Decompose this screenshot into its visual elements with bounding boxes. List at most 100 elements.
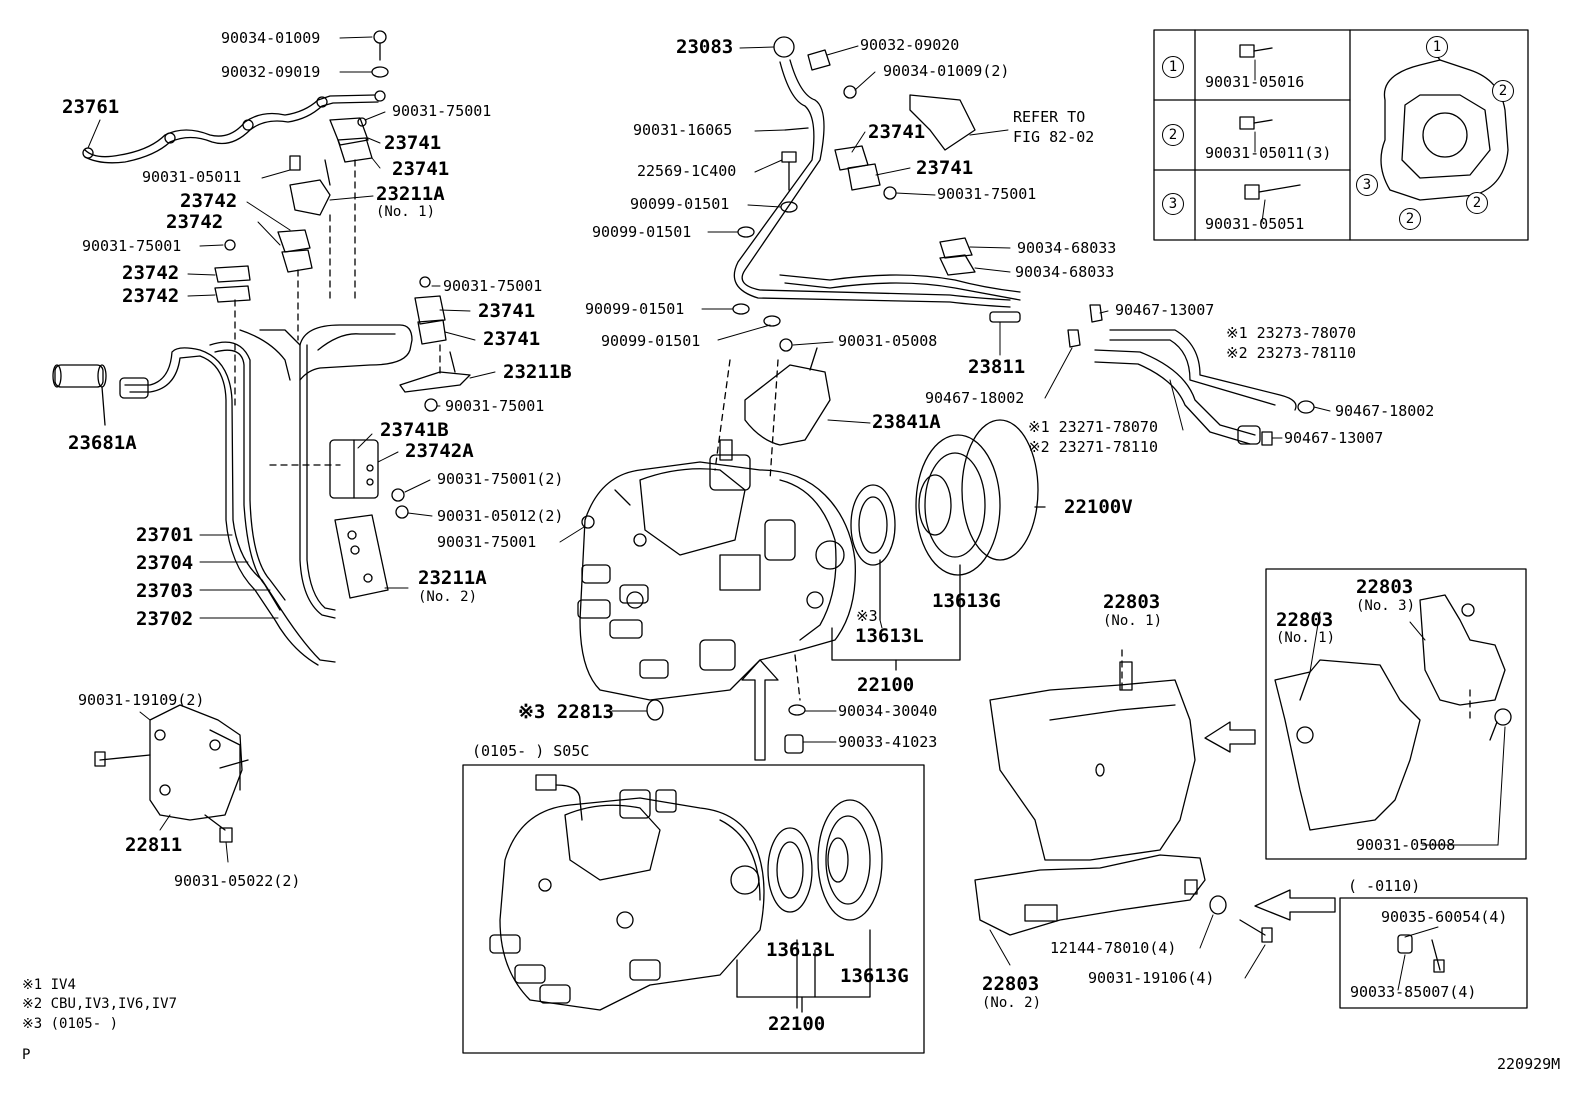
part-23681A: 23681A xyxy=(68,432,137,454)
part-90034-01009: 90034-01009 xyxy=(221,29,321,47)
figure-reference: FIG 82-02 xyxy=(1013,128,1095,146)
part-90031-05011-3: 90031-05011(3) xyxy=(1205,144,1332,162)
nozzle-holder-23681A xyxy=(52,364,149,426)
inset-header-s05c: (0105- ) S05C xyxy=(472,742,590,760)
part-13613L: 13613L xyxy=(766,939,835,961)
part-90467-13007: 90467-13007 xyxy=(1284,429,1384,447)
part-90032-09019: 90032-09019 xyxy=(221,63,321,81)
part-13613G: 13613G xyxy=(840,965,909,987)
part-22813: ※3 22813 xyxy=(518,701,614,723)
part-22569-1C400: 22569-1C400 xyxy=(637,162,737,180)
part-22803: 22803 xyxy=(1276,609,1334,631)
part-23702: 23702 xyxy=(136,608,194,630)
part-90031-75001: 90031-75001 xyxy=(443,277,543,295)
refer-to-text: REFER TO xyxy=(1013,108,1086,126)
part-23741B: 23741B xyxy=(380,419,449,441)
part-13613G: 13613G xyxy=(932,590,1001,612)
part-23741: 23741 xyxy=(868,121,926,143)
part-90031-05011: 90031-05011 xyxy=(142,168,242,186)
part-22803-sub: (No. 2) xyxy=(982,995,1042,1011)
part-23273-78070: ※1 23273-78070 xyxy=(1226,324,1356,342)
cover-bolt-2-mark: 2 xyxy=(1492,80,1514,102)
cover-bolt-2-mark: 2 xyxy=(1399,208,1421,230)
part-90031-05008: 90031-05008 xyxy=(1356,836,1456,854)
corner-mark: P xyxy=(22,1047,31,1063)
part-23211A-2-sub: (No. 2) xyxy=(418,589,478,605)
leader-dashes xyxy=(234,159,1471,721)
part-23742: 23742 xyxy=(180,190,238,212)
table-index-3: 3 xyxy=(1162,193,1184,215)
part-90034-30040: 90034-30040 xyxy=(838,702,938,720)
part-90031-75001: 90031-75001 xyxy=(937,185,1037,203)
part-23271-78070: ※1 23271-78070 xyxy=(1028,418,1158,436)
note-2: ※2 CBU,IV3,IV6,IV7 xyxy=(22,996,178,1012)
part-23701: 23701 xyxy=(136,524,194,546)
part-90031-05051: 90031-05051 xyxy=(1205,215,1305,233)
s05c-inset-frame xyxy=(462,764,925,1054)
part-23211A-sub: (No. 1) xyxy=(376,204,436,220)
part-90031-05022-2: 90031-05022(2) xyxy=(174,872,301,890)
part-23741: 23741 xyxy=(916,157,974,179)
cover-bolt-1-mark: 1 xyxy=(1426,36,1448,58)
part-90031-16065: 90031-16065 xyxy=(633,121,733,139)
part-22100: 22100 xyxy=(857,674,915,696)
part-90035-60054-4: 90035-60054(4) xyxy=(1381,908,1508,926)
part-13613L: 13613L xyxy=(855,625,924,647)
part-90033-41023: 90033-41023 xyxy=(838,733,938,751)
part-23741: 23741 xyxy=(483,328,541,350)
cover-bolt-3-mark: 3 xyxy=(1356,174,1378,196)
part-23811: 23811 xyxy=(968,356,1026,378)
part-23211A: 23211A xyxy=(376,183,445,205)
part-90099-01501: 90099-01501 xyxy=(592,223,692,241)
part-23703: 23703 xyxy=(136,580,194,602)
overflow-pipes xyxy=(732,36,1021,327)
part-23273-78110: ※2 23273-78110 xyxy=(1226,344,1356,362)
part-23271-78110: ※2 23271-78110 xyxy=(1028,438,1158,456)
part-90033-85007-4: 90033-85007(4) xyxy=(1350,983,1477,1001)
part-23742: 23742 xyxy=(166,211,224,233)
part-23742: 23742 xyxy=(122,262,180,284)
part-22803: 22803 xyxy=(1103,591,1161,613)
part-23761: 23761 xyxy=(62,96,120,118)
part-90099-01501: 90099-01501 xyxy=(601,332,701,350)
note-3: ※3 (0105- ) xyxy=(22,1016,119,1032)
part-22100V: 22100V xyxy=(1064,496,1133,518)
part-22803: 22803 xyxy=(1356,576,1414,598)
part-90031-19109-2: 90031-19109(2) xyxy=(78,691,205,709)
part-90031-05008: 90031-05008 xyxy=(838,332,938,350)
part-90034-68033: 90034-68033 xyxy=(1015,263,1115,281)
part-90099-01501: 90099-01501 xyxy=(630,195,730,213)
part-90031-75001: 90031-75001 xyxy=(392,102,492,120)
bracket-22811 xyxy=(94,704,249,843)
part-90467-18002: 90467-18002 xyxy=(1335,402,1435,420)
table-index-2: 2 xyxy=(1162,124,1184,146)
part-90031-75001: 90031-75001 xyxy=(82,237,182,255)
bolt-variant-frame xyxy=(1339,897,1528,1009)
variant-header-0110: ( -0110) xyxy=(1348,877,1421,895)
cover-bolt-2-mark: 2 xyxy=(1466,192,1488,214)
part-22803-sub: (No. 1) xyxy=(1276,630,1336,646)
part-23704: 23704 xyxy=(136,552,194,574)
pump-covers xyxy=(974,594,1512,973)
part-90031-75001-2: 90031-75001(2) xyxy=(437,470,564,488)
pipe-clamps-left xyxy=(214,30,595,599)
part-23211A-2: 23211A xyxy=(418,567,487,589)
cover-detail-frame xyxy=(1265,568,1527,860)
part-90467-18002: 90467-18002 xyxy=(925,389,1025,407)
part-90467-13007: 90467-13007 xyxy=(1115,301,1215,319)
part-22100: 22100 xyxy=(768,1013,826,1035)
part-23741: 23741 xyxy=(384,132,442,154)
part-22803: 22803 xyxy=(982,973,1040,995)
note-mark-3: ※3 xyxy=(856,607,878,625)
label-leaders xyxy=(87,36,1506,991)
part-23841A: 23841A xyxy=(872,411,941,433)
table-index-1: 1 xyxy=(1162,56,1184,78)
part-90099-01501: 90099-01501 xyxy=(585,300,685,318)
part-90032-09020: 90032-09020 xyxy=(860,36,960,54)
part-23742: 23742 xyxy=(122,285,180,307)
part-22803-sub: (No. 3) xyxy=(1356,598,1416,614)
injection-pump-s05c xyxy=(489,774,883,1011)
part-22803-sub: (No. 1) xyxy=(1103,613,1163,629)
part-23742A: 23742A xyxy=(405,440,474,462)
